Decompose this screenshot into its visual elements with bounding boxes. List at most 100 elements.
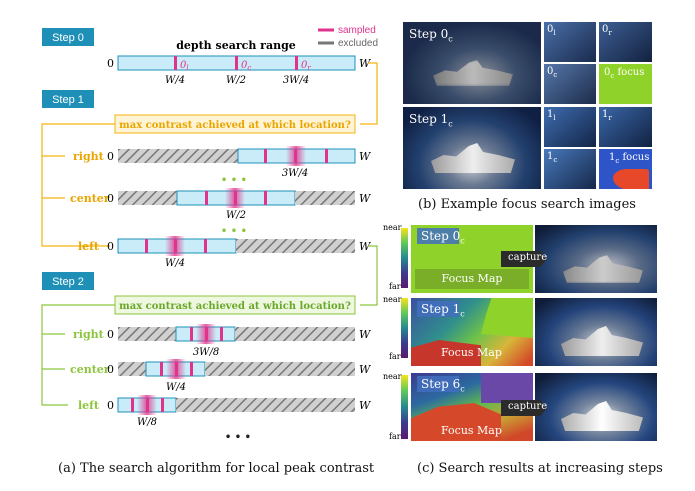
thumb-0r-label: 0r (602, 24, 612, 37)
step-label-box (417, 301, 459, 317)
step1-center-w: W (359, 192, 372, 205)
caption-b: (b) Example focus search images (418, 197, 636, 212)
step1-left-excluded (236, 239, 355, 253)
sample-mark (160, 362, 163, 376)
focus-step0-label: Step 0c (409, 27, 453, 44)
depth-range-title: depth search range (176, 39, 296, 52)
caption-a: (a) The search algorithm for local peak … (58, 461, 375, 476)
step2-question-text: max contrast achieved at which location? (119, 301, 351, 312)
step1-center-zero: 0 (107, 192, 114, 205)
bar0-w: W (359, 57, 372, 70)
legend-excluded-label: excluded (338, 38, 378, 49)
bar0-zero: 0 (107, 57, 114, 70)
step2-center-w: W (359, 363, 372, 376)
thumb-1l-label: 1l (547, 109, 556, 122)
sample-mark (175, 362, 178, 376)
focus-region (613, 169, 649, 189)
step2-center-zero: 0 (107, 363, 114, 376)
focus-map-label: Focus Map (441, 346, 502, 359)
step2-center-excluded-right (205, 362, 355, 376)
thumb-0c: 0c (544, 64, 596, 104)
step2-branch-line (41, 304, 115, 406)
ellipsis-black: • • • (225, 432, 251, 443)
focus-map-region (481, 298, 533, 338)
step2-row-right-label: right (73, 328, 105, 341)
capture-arrow (501, 400, 547, 416)
step2-row-center-label: center (70, 363, 110, 376)
step2-right-tick: 3W/8 (193, 347, 219, 358)
step-1-label: Step 1 (52, 94, 84, 106)
sample-mark (220, 327, 223, 341)
step1-center-excluded-left (118, 191, 177, 205)
thumb-1c-label: 1c (547, 151, 558, 164)
capture-arrow (501, 251, 547, 267)
step2-right-w: W (359, 328, 372, 341)
ship-silhouette (431, 143, 515, 173)
thumb-1l: 1l (544, 107, 596, 147)
sample-0l-label: 0l (180, 60, 189, 72)
ship-silhouette (561, 401, 643, 431)
step1-center-tick: W/2 (226, 210, 246, 221)
focus-map-label: Focus Map (441, 424, 502, 437)
tick-w4: W/4 (165, 75, 185, 86)
focus-map-step1: Step 1c Focus Map (411, 298, 533, 366)
step1-right-excluded (118, 149, 238, 163)
step2-center-excluded-left (118, 362, 146, 376)
thumb-1r-label: 1r (602, 109, 612, 122)
thumb-1c-focus-label: 1c focus (609, 152, 650, 165)
step1-to-step2-arrow (360, 245, 378, 306)
focus-map-step0: Step 0c Focus Map (411, 225, 533, 293)
sample-mark (204, 239, 207, 253)
sample-mark (145, 239, 148, 253)
step2-right-excluded-left (118, 327, 176, 341)
sample-mark (205, 327, 208, 341)
far-label: far (389, 352, 401, 361)
step-1-box (42, 90, 94, 108)
step2-left-excluded (176, 398, 355, 412)
step2-left-tick: W/8 (137, 417, 157, 428)
step1-row-center-label: center (70, 192, 110, 205)
focus-step1-label: Step 1c (409, 112, 453, 129)
step1-left-zero: 0 (107, 240, 114, 253)
step1-left-tick: W/4 (165, 258, 185, 269)
step1-question-text: max contrast achieved at which location? (119, 120, 351, 131)
sample-mark (131, 398, 134, 412)
sample-mark-0r (295, 56, 298, 70)
thumb-0c-label: 0c (547, 66, 558, 79)
thumb-0r: 0r (599, 22, 652, 62)
focus-image-step0: Step 0c (403, 22, 541, 104)
near-label: near (383, 295, 402, 304)
capture-image-step0 (535, 225, 657, 293)
step1-right-zero: 0 (107, 150, 114, 163)
sample-0r-label: 0r (301, 60, 311, 72)
far-label: far (389, 432, 401, 441)
focus-map-region (481, 373, 533, 403)
step2-left-zero: 0 (107, 399, 114, 412)
step1-row-right-label: right (73, 150, 105, 163)
capture-label: capture (508, 252, 548, 263)
ellipsis-green-2: • • • (221, 226, 247, 237)
step2-row-left-label: left (78, 399, 100, 412)
sample-mark (205, 191, 208, 205)
thumb-0c-focus: 0c focus (599, 64, 652, 104)
tick-3w4: 3W/4 (283, 75, 309, 86)
step2-center-tick: W/4 (166, 382, 186, 393)
sample-0c-label: 0c (241, 60, 251, 72)
thumb-0c-focus-label: 0c focus (604, 67, 645, 80)
ship-silhouette (563, 255, 643, 283)
step2-right-zero: 0 (107, 328, 114, 341)
step-0-box (42, 28, 94, 46)
sample-mark (294, 149, 297, 163)
near-label: near (383, 372, 402, 381)
result-step6-label: Step 6c (421, 377, 465, 394)
step-2-label: Step 2 (52, 276, 84, 288)
sample-mark-0l (174, 56, 177, 70)
caption-c: (c) Search results at increasing steps (417, 461, 663, 476)
thumb-1c: 1c (544, 149, 596, 189)
step2-left-w: W (359, 399, 372, 412)
step-0-label: Step 0 (52, 32, 84, 44)
capture-image-step6 (535, 373, 657, 441)
depth-colorbar (401, 228, 408, 288)
step-label-box (417, 376, 459, 392)
depth-colorbar (401, 298, 408, 358)
